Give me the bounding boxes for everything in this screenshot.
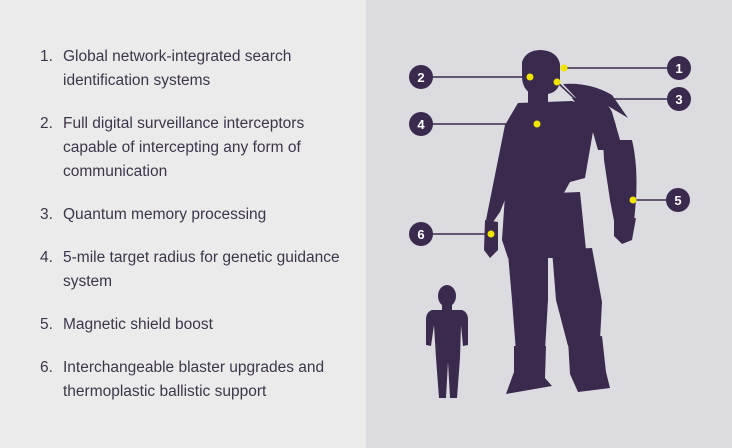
- callout-label: 2: [417, 70, 424, 85]
- feature-text: Full digital surveillance interceptors c…: [63, 115, 305, 180]
- feature-item-2: 2. Full digital surveillance interceptor…: [40, 112, 355, 184]
- robot-illustration: 1 2 3 4 5 6: [409, 50, 691, 398]
- feature-number: 1.: [40, 48, 53, 65]
- anchor-dot-4: [533, 120, 541, 128]
- feature-item-6: 6. Interchangeable blaster upgrades and …: [40, 356, 355, 404]
- callout-label: 5: [674, 193, 681, 208]
- feature-number: 6.: [40, 359, 53, 376]
- feature-text: Interchangeable blaster upgrades and the…: [63, 359, 325, 400]
- callout-2: 2: [409, 65, 433, 89]
- anchor-dot-5: [629, 196, 637, 204]
- anchor-dot-6: [487, 230, 495, 238]
- feature-number: 4.: [40, 249, 53, 266]
- feature-text: Global network-integrated search identif…: [63, 48, 292, 89]
- anchor-dot-3: [553, 78, 561, 86]
- human-silhouette: [426, 285, 468, 398]
- anchor-dot-2: [526, 73, 534, 81]
- feature-text: Quantum memory processing: [63, 206, 267, 223]
- feature-item-3: 3. Quantum memory processing: [40, 203, 355, 227]
- callout-label: 1: [675, 61, 682, 76]
- callout-3: 3: [667, 87, 691, 111]
- feature-item-5: 5. Magnetic shield boost: [40, 313, 355, 337]
- feature-number: 3.: [40, 206, 53, 223]
- illustration-panel: 1 2 3 4 5 6: [366, 0, 732, 448]
- callout-label: 6: [417, 227, 424, 242]
- anchor-dots: [487, 64, 637, 238]
- callout-5: 5: [666, 188, 690, 212]
- callout-label: 3: [675, 92, 682, 107]
- callout-1: 1: [667, 56, 691, 80]
- robot-silhouette: [484, 50, 637, 394]
- callout-label: 4: [417, 117, 425, 132]
- callout-4: 4: [409, 112, 433, 136]
- leader-lines: [430, 67, 668, 235]
- feature-item-4: 4. 5-mile target radius for genetic guid…: [40, 246, 355, 294]
- feature-text: Magnetic shield boost: [63, 316, 213, 333]
- feature-item-1: 1. Global network-integrated search iden…: [40, 45, 355, 93]
- anchor-dot-1: [560, 64, 568, 72]
- feature-number: 5.: [40, 316, 53, 333]
- feature-text: 5-mile target radius for genetic guidanc…: [63, 249, 340, 290]
- feature-list-panel: 1. Global network-integrated search iden…: [40, 45, 355, 423]
- feature-list: 1. Global network-integrated search iden…: [40, 45, 355, 423]
- callout-6: 6: [409, 222, 433, 246]
- feature-number: 2.: [40, 115, 53, 132]
